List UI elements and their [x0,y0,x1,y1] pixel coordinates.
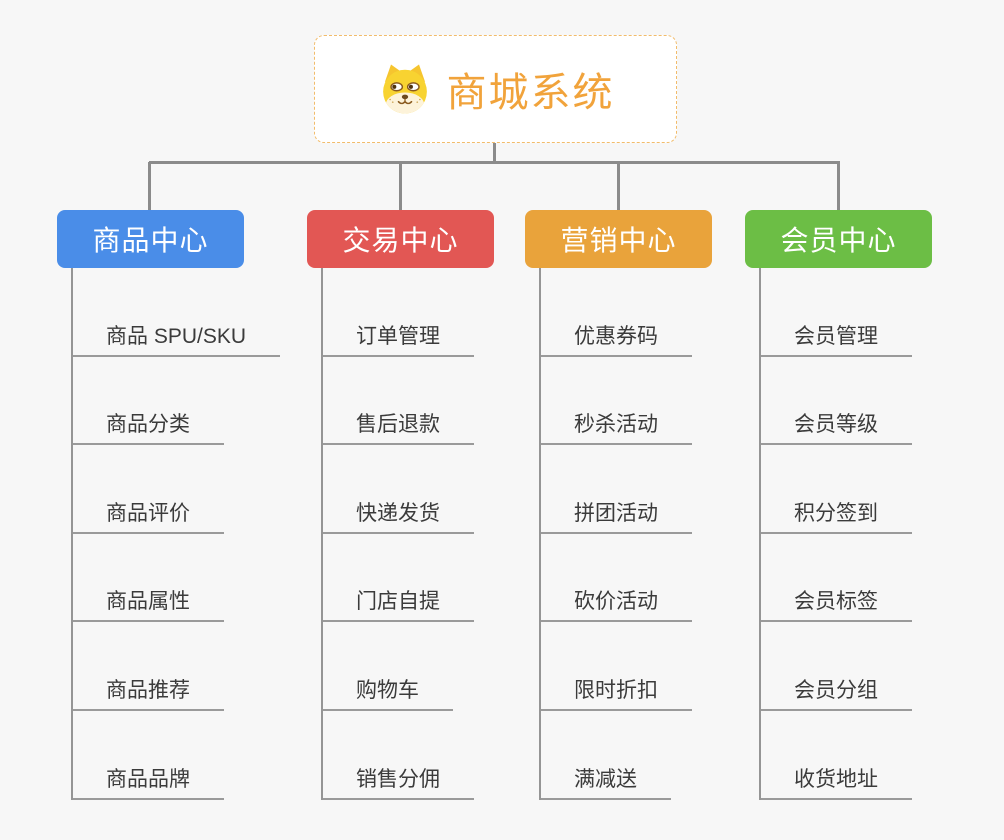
branch-marketing-children: 优惠券码 秒杀活动 拼团活动 砍价活动 限时折扣 满减送 [539,268,692,800]
sub-item-member-tag[interactable]: 会员标签 [759,534,912,623]
branch-member-children: 会员管理 会员等级 积分签到 会员标签 会员分组 收货地址 [759,268,912,800]
connector-drop-member [837,162,840,210]
sub-item-sales-commission[interactable]: 销售分佣 [321,711,474,800]
root-title: 商城系统 [446,71,615,115]
sub-item-product-category[interactable]: 商品分类 [71,357,224,446]
sub-item-product-brand[interactable]: 商品品牌 [71,711,224,800]
connector-drop-product [148,162,151,210]
connector-root-stem [493,143,496,163]
connector-trunk-member [759,268,761,800]
branch-trade-children: 订单管理 售后退款 快递发货 门店自提 购物车 销售分佣 [321,268,474,800]
connector-drop-trade [399,162,402,210]
sub-item-store-pickup[interactable]: 门店自提 [321,534,474,623]
sub-item-member-management[interactable]: 会员管理 [759,268,912,357]
sub-item-shopping-cart[interactable]: 购物车 [321,622,453,711]
connector-horizontal-bar [149,161,840,164]
connector-trunk-product [71,268,73,800]
sub-item-bargain-activity[interactable]: 砍价活动 [539,534,692,623]
branch-marketing-center[interactable]: 营销中心 [525,210,712,268]
sub-item-product-attribute[interactable]: 商品属性 [71,534,224,623]
branch-product-center[interactable]: 商品中心 [57,210,244,268]
branch-product-children: 商品 SPU/SKU 商品分类 商品评价 商品属性 商品推荐 商品品牌 [71,268,281,800]
sub-item-full-reduction[interactable]: 满减送 [539,711,671,800]
branch-member-center[interactable]: 会员中心 [745,210,932,268]
sub-item-product-recommend[interactable]: 商品推荐 [71,622,224,711]
connector-trunk-trade [321,268,323,800]
sub-item-express-shipping[interactable]: 快递发货 [321,445,474,534]
sub-item-group-buy[interactable]: 拼团活动 [539,445,692,534]
connector-trunk-marketing [539,268,541,800]
branch-trade-center[interactable]: 交易中心 [307,210,494,268]
sub-item-order-management[interactable]: 订单管理 [321,268,474,357]
sub-item-limited-time-discount[interactable]: 限时折扣 [539,622,692,711]
sub-item-aftersale-refund[interactable]: 售后退款 [321,357,474,446]
sub-item-product-review[interactable]: 商品评价 [71,445,224,534]
shiba-dog-icon [382,64,427,114]
sub-item-member-level[interactable]: 会员等级 [759,357,912,446]
sub-item-points-checkin[interactable]: 积分签到 [759,445,912,534]
root-node-mall-system[interactable]: 商城系统 [314,35,677,143]
sub-item-coupon-code[interactable]: 优惠券码 [539,268,692,357]
connector-drop-marketing [617,162,620,210]
sub-item-member-group[interactable]: 会员分组 [759,622,912,711]
sub-item-product-spu-sku[interactable]: 商品 SPU/SKU [71,268,281,357]
sub-item-shipping-address[interactable]: 收货地址 [759,711,912,800]
sub-item-flash-sale[interactable]: 秒杀活动 [539,357,692,446]
